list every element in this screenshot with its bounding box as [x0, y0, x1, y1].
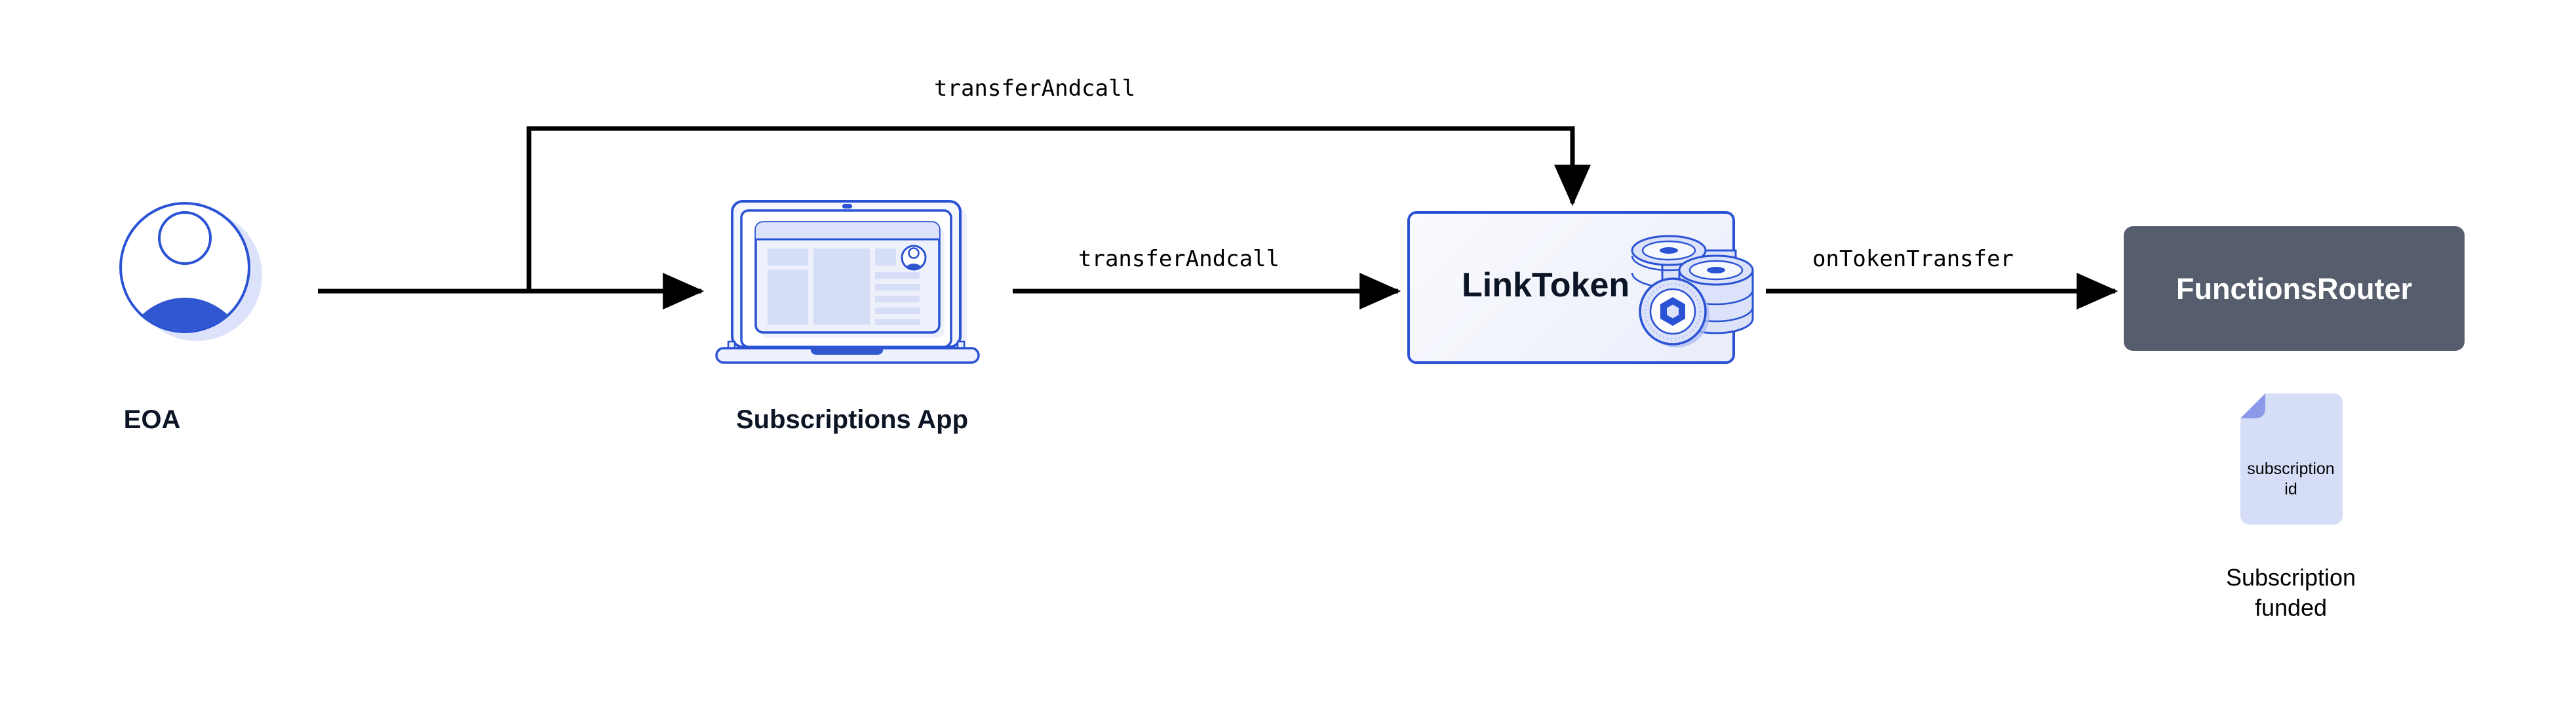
subscription-caption-line-2: funded	[2254, 594, 2328, 622]
subscription-document-icon	[2240, 393, 2343, 525]
subscription-doc-line-2: id	[2284, 479, 2297, 498]
edge-label-eoa-to-linktoken: transferAndcall	[934, 75, 1136, 102]
edge-label-linktoken-to-router: onTokenTransfer	[1812, 246, 2014, 272]
node-eoa-avatar-icon	[119, 202, 262, 341]
node-functionsrouter-box[interactable]	[2124, 226, 2465, 351]
subscription-caption-line-1: Subscription	[2225, 564, 2356, 591]
node-caption-functionsrouter: FunctionsRouter	[2176, 272, 2412, 306]
subscription-funded-caption: Subscription funded	[2156, 563, 2425, 623]
node-caption-linktoken: LinkToken	[1462, 266, 1630, 304]
link-coin-stack-icon	[1631, 235, 1754, 348]
node-caption-subscriptions-app: Subscriptions App	[735, 405, 969, 434]
node-laptop-icon	[715, 200, 980, 364]
subscription-doc-line-1: subscription	[2247, 460, 2335, 478]
edge-label-app-to-linktoken: transferAndcall	[1078, 246, 1280, 272]
node-caption-eoa: EOA	[123, 405, 181, 434]
subscription-document-text: subscription id	[2235, 459, 2347, 499]
